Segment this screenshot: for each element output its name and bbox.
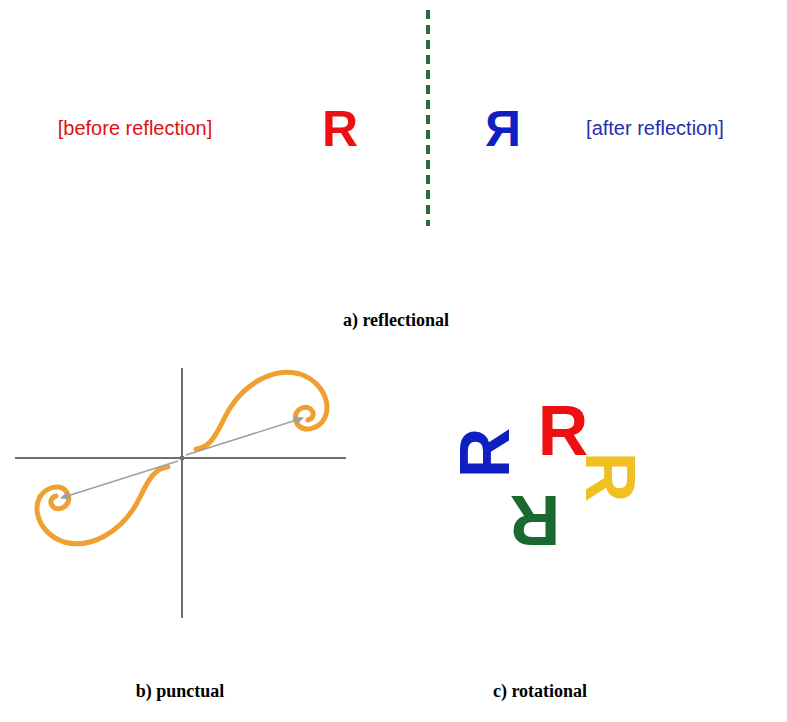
panel-caption: c) rotational — [420, 682, 660, 700]
mirror-line — [426, 10, 430, 226]
point-arrow — [61, 461, 178, 498]
caption-after: [after reflection] — [545, 118, 765, 138]
panel-caption: a) reflectional — [246, 311, 546, 329]
rotated-letter: R — [495, 485, 575, 555]
rotated-letter: R — [450, 413, 520, 493]
panel-caption: b) punctual — [60, 682, 300, 700]
mirrored-letter: R — [463, 104, 543, 154]
original-letter: R — [300, 104, 380, 154]
caption-before: [before reflection] — [30, 118, 240, 138]
y-axis — [181, 368, 183, 618]
point-arrow — [186, 418, 303, 455]
rotated-letter: R — [575, 437, 645, 517]
spiral-figure — [37, 372, 327, 544]
center-point — [180, 456, 185, 461]
